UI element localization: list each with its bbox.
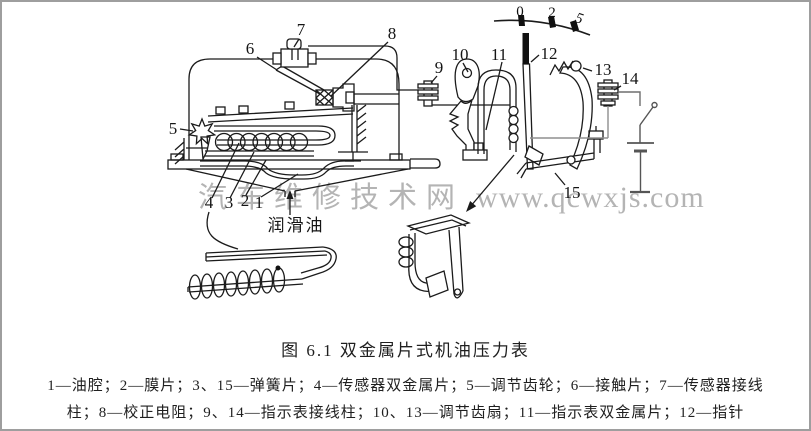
diaphragm <box>200 160 354 176</box>
spring-leaf <box>205 150 314 157</box>
sensor-unit-drawing <box>167 38 441 215</box>
figure-legend-line-1: 1—油腔；2—膜片；3、15—弹簧片；4—传感器双金属片；5—调节齿轮；6—接触… <box>47 378 764 394</box>
part-label-10: 10 <box>452 45 469 64</box>
oil-inlet-label: 润滑油 <box>268 216 325 235</box>
gauge-scale <box>493 15 591 36</box>
terminal-9 <box>417 80 439 107</box>
sensor-bimetal-strip <box>214 125 336 146</box>
part-label-2: 2 <box>241 191 250 210</box>
part-label-6: 6 <box>246 39 255 58</box>
watermark-site-name: 汽车维修技术网 <box>198 182 465 214</box>
part-label-3: 3 <box>225 193 234 212</box>
watermark: 汽车维修技术网 www.qcwxjs.com <box>198 174 705 216</box>
detail-coil-left <box>188 267 286 300</box>
sensor-heating-coil <box>214 132 309 152</box>
base-bracket <box>516 126 604 179</box>
leader-lines <box>179 38 622 250</box>
sensor-base-plate <box>167 159 411 170</box>
sensor-terminal <box>272 38 317 68</box>
part-label-11: 11 <box>491 45 507 64</box>
figure-legend-line-2: 柱；8—校正电阻；9、14—指示表接线柱；10、13—调节齿扇；11—指示表双金… <box>66 405 745 421</box>
watermark-url: www.qcwxjs.com <box>476 181 705 214</box>
part-label-12: 12 <box>541 44 558 63</box>
adjusting-sector-13 <box>549 60 593 170</box>
part-label-4: 4 <box>205 193 214 212</box>
scale-label-5: 5 <box>573 10 586 28</box>
indicator-drawing <box>417 33 619 212</box>
pointer-needle <box>522 33 544 170</box>
part-label-1: 1 <box>255 193 264 212</box>
detail-indicator-bimetal <box>398 214 471 299</box>
terminal-14 <box>597 79 619 107</box>
sensor-wire <box>308 45 419 91</box>
switch-symbol <box>639 101 658 126</box>
indicator-bimetal <box>477 69 519 154</box>
part-label-9: 9 <box>435 58 444 77</box>
part-label-5: 5 <box>169 119 178 138</box>
scale-label-0: 0 <box>516 4 524 20</box>
oil-chamber <box>185 168 409 197</box>
part-label-15: 15 <box>564 183 581 202</box>
part-label-14: 14 <box>622 69 640 88</box>
circuit-drawing <box>530 91 658 194</box>
part-label-7: 7 <box>297 20 306 39</box>
adjusting-gear <box>187 117 217 146</box>
correcting-resistor <box>315 89 334 106</box>
detail-coil-right <box>398 236 414 268</box>
adjusting-sector-10 <box>448 58 488 161</box>
scale-label-2: 2 <box>548 5 556 21</box>
part-label-13: 13 <box>595 60 612 79</box>
circuit-wire <box>530 106 609 139</box>
oil-pressure-gauge-diagram: 0 2 5 7 6 8 5 4 3 2 1 9 10 11 12 13 14 1… <box>167 4 658 300</box>
part-label-8: 8 <box>388 24 397 43</box>
battery-symbol <box>627 125 654 194</box>
figure-caption-title: 图 6.1 双金属片式机油压力表 <box>281 341 530 360</box>
detail-sensor-bimetal <box>187 246 337 300</box>
detail-arrow <box>469 154 515 208</box>
